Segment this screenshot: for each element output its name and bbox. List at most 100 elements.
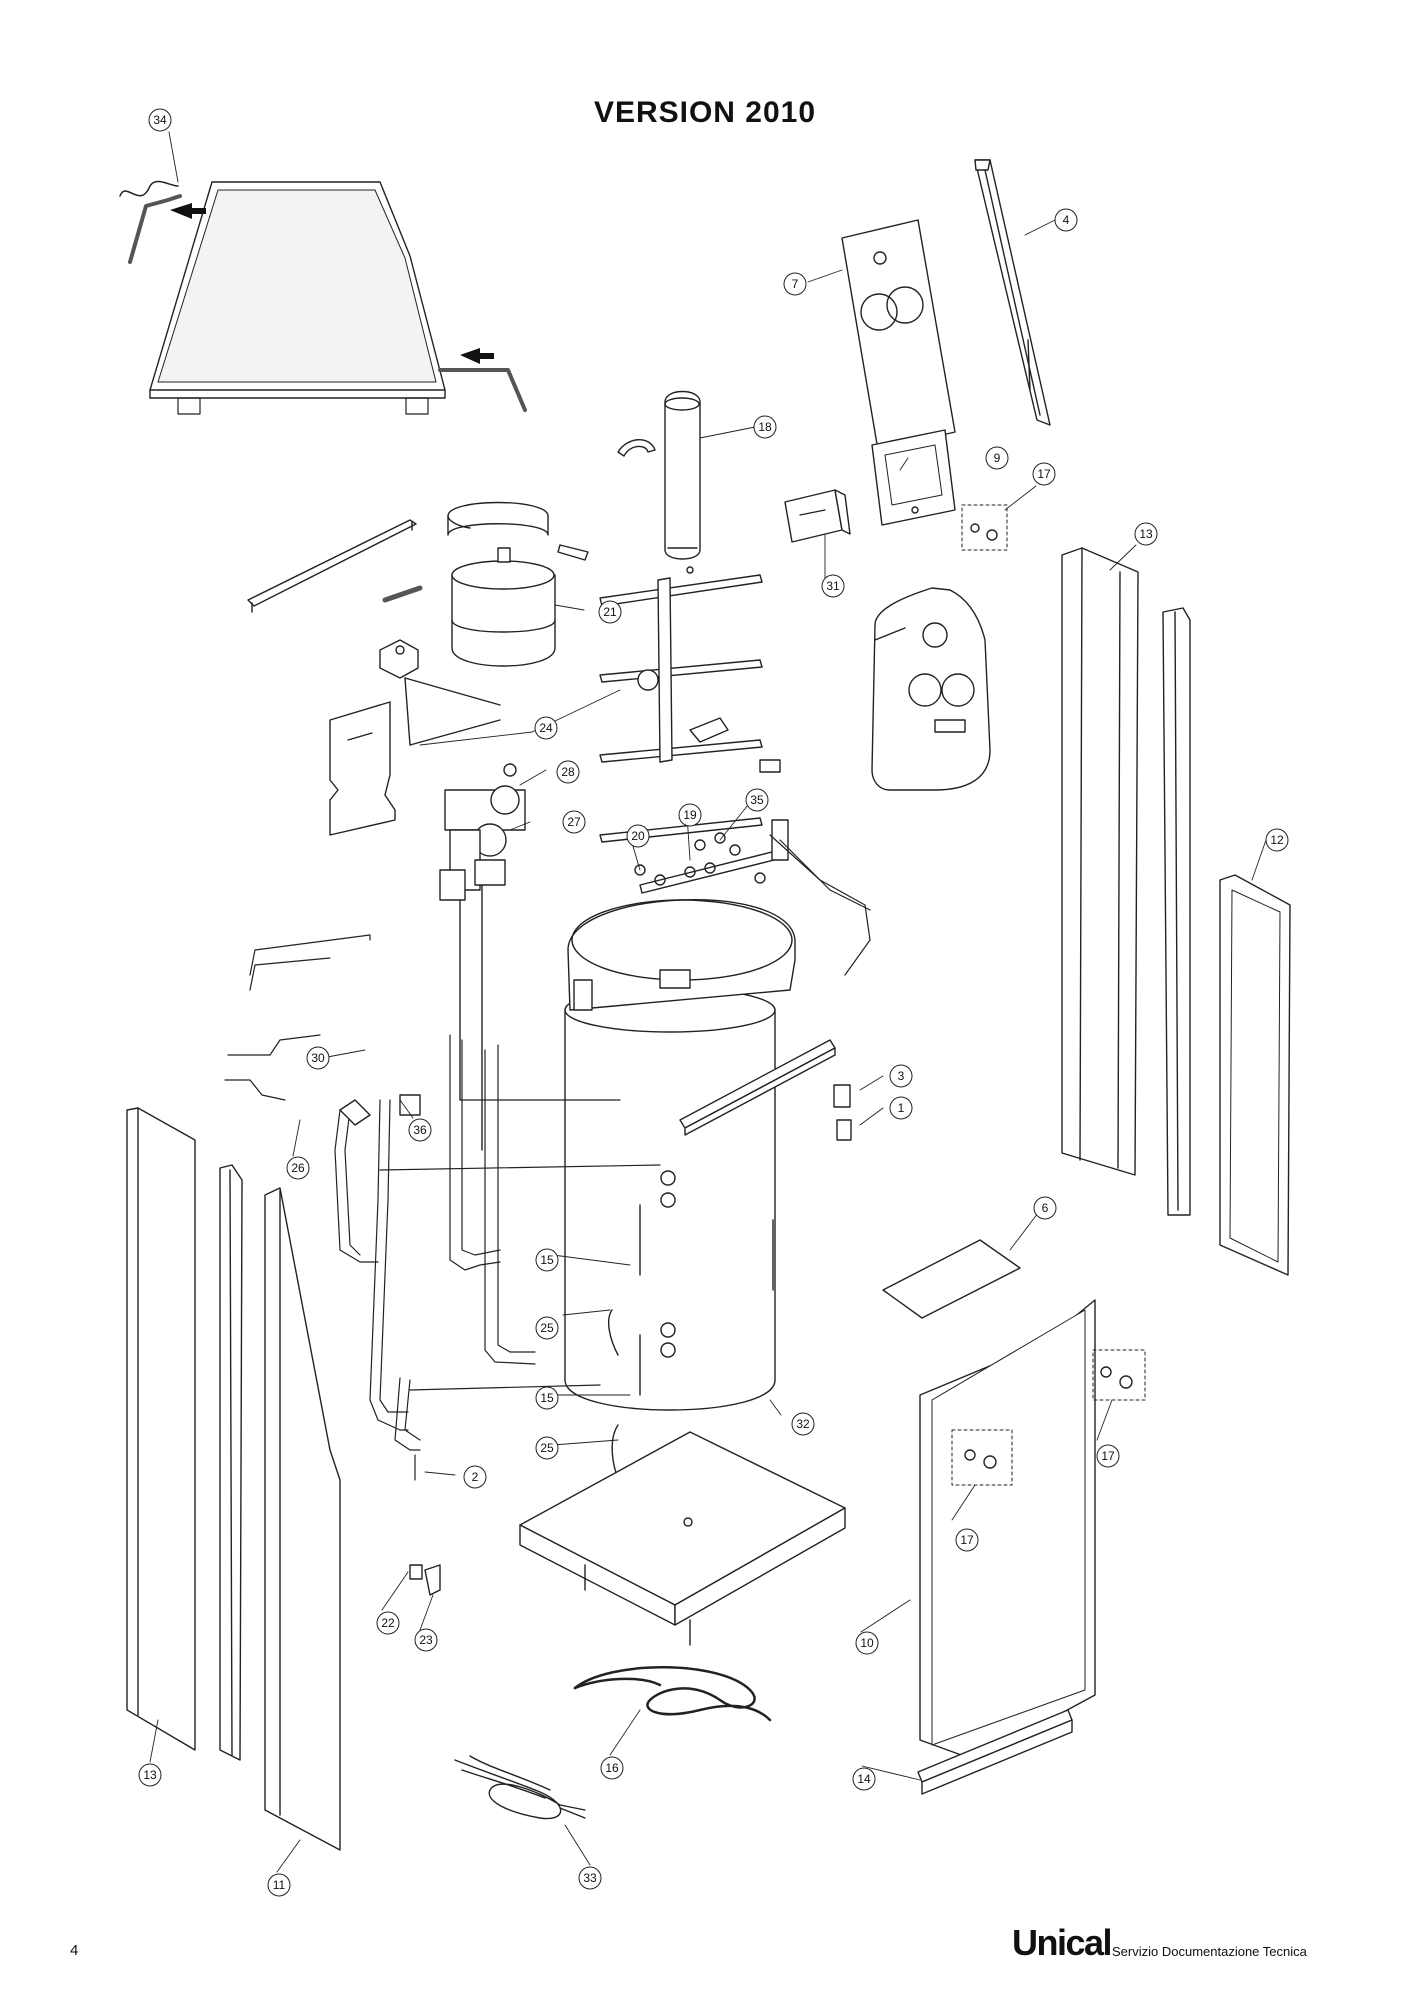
- callout-12: 12: [1265, 828, 1289, 852]
- control-panel-part-9: [871, 429, 956, 526]
- callout-25-lower: 25: [535, 1436, 559, 1460]
- callout-11: 11: [267, 1873, 291, 1897]
- svg-text:17: 17: [1101, 1449, 1115, 1463]
- svg-text:9: 9: [994, 451, 1001, 465]
- electronic-module-part-31: [784, 489, 851, 543]
- svg-text:4: 4: [1063, 213, 1070, 227]
- brand-subtitle: Servizio Documentazione Tecnica: [1112, 1944, 1307, 1959]
- svg-text:1: 1: [898, 1101, 905, 1115]
- solar-collector-panel: [119, 180, 527, 415]
- valve-assembly-upper: [379, 585, 501, 746]
- svg-text:14: 14: [857, 1772, 871, 1786]
- callout-14: 14: [852, 1767, 876, 1791]
- page-title: VERSION 2010: [593, 96, 817, 129]
- callout-19: 19: [678, 803, 702, 827]
- callout-20: 20: [626, 824, 650, 848]
- callout-35: 35: [745, 788, 769, 812]
- callout-4: 4: [1054, 208, 1078, 232]
- svg-text:13: 13: [143, 1768, 157, 1782]
- leader-lines: [149, 131, 1267, 1873]
- callout-28: 28: [556, 760, 580, 784]
- svg-text:35: 35: [750, 793, 764, 807]
- callout-33: 33: [578, 1866, 602, 1890]
- svg-text:36: 36: [413, 1123, 427, 1137]
- small-components: [339, 1084, 852, 1596]
- svg-text:22: 22: [381, 1616, 395, 1630]
- top-cover-part-6: [882, 1239, 1021, 1319]
- callout-21: 21: [598, 600, 622, 624]
- svg-text:21: 21: [603, 605, 617, 619]
- callout-15-upper: 15: [535, 1248, 559, 1272]
- callout-17-right: 17: [1096, 1444, 1120, 1468]
- svg-text:15: 15: [540, 1253, 554, 1267]
- storage-tank-part-32: [564, 899, 796, 1411]
- page-number: 4: [70, 1942, 79, 1959]
- svg-text:2: 2: [472, 1470, 479, 1484]
- front-door-part-10: [919, 1299, 1096, 1761]
- pipe-lines-left: [224, 834, 871, 1481]
- callout-32: 32: [791, 1412, 815, 1436]
- vertical-profile-lower-left: [219, 1164, 243, 1761]
- side-panel-part-4: [974, 159, 1051, 426]
- side-panel-part-12: [1219, 874, 1291, 1276]
- callout-17-top: 17: [1032, 462, 1056, 486]
- callout-22: 22: [376, 1611, 400, 1635]
- svg-text:7: 7: [792, 277, 799, 291]
- svg-text:31: 31: [826, 579, 840, 593]
- callout-9: 9: [985, 446, 1009, 470]
- svg-text:15: 15: [540, 1391, 554, 1405]
- callout-13-lower: 13: [138, 1763, 162, 1787]
- svg-text:18: 18: [758, 420, 772, 434]
- callout-6: 6: [1033, 1196, 1057, 1220]
- svg-text:23: 23: [419, 1633, 433, 1647]
- callout-26: 26: [286, 1156, 310, 1180]
- svg-text:34: 34: [153, 113, 167, 127]
- svg-text:3: 3: [898, 1069, 905, 1083]
- callout-16: 16: [600, 1756, 624, 1780]
- svg-text:32: 32: [796, 1417, 810, 1431]
- callout-17-door: 17: [955, 1528, 979, 1552]
- svg-text:26: 26: [291, 1161, 305, 1175]
- mounting-rails-upper-left: [247, 519, 417, 613]
- callout-2: 2: [463, 1465, 487, 1489]
- svg-text:6: 6: [1042, 1201, 1049, 1215]
- side-panel-part-11: [264, 1187, 341, 1851]
- base-frame: [519, 1431, 846, 1646]
- support-bar: [679, 1039, 836, 1136]
- expansion-vessel-part-18: [617, 390, 701, 574]
- vertical-profile-strip: [1162, 607, 1191, 1216]
- svg-text:12: 12: [1270, 833, 1284, 847]
- hose-part-16: [573, 1666, 772, 1722]
- hydraulic-tank-part-21: [447, 501, 589, 667]
- insulation-panel: [329, 701, 396, 836]
- wing-nuts-part-17: [964, 523, 1133, 1469]
- front-cover-module: [871, 587, 991, 791]
- callout-25-upper: 25: [535, 1316, 559, 1340]
- svg-text:11: 11: [273, 1878, 286, 1892]
- svg-text:17: 17: [1037, 467, 1051, 481]
- side-panel-part-13-upper: [1061, 547, 1139, 1176]
- svg-text:16: 16: [605, 1761, 619, 1775]
- callout-18: 18: [753, 415, 777, 439]
- callout-7: 7: [783, 272, 807, 296]
- bottom-strip-part-14: [917, 1709, 1073, 1795]
- brand-logo: Unical: [1012, 1922, 1113, 1963]
- svg-text:17: 17: [960, 1533, 974, 1547]
- svg-text:13: 13: [1139, 527, 1153, 541]
- svg-text:10: 10: [860, 1636, 874, 1650]
- callout-31: 31: [821, 574, 845, 598]
- svg-text:27: 27: [567, 815, 581, 829]
- svg-text:30: 30: [311, 1051, 325, 1065]
- svg-text:33: 33: [583, 1871, 597, 1885]
- side-panel-part-13-lower: [126, 1107, 196, 1751]
- svg-text:25: 25: [540, 1441, 554, 1455]
- detail-box-part-17: [951, 504, 1146, 1486]
- callout-24: 24: [534, 716, 558, 740]
- svg-text:28: 28: [561, 765, 575, 779]
- cable-bundle-part-33: [454, 1755, 586, 1820]
- callout-15-lower: 15: [535, 1386, 559, 1410]
- callout-1: 1: [889, 1096, 913, 1120]
- callout-23: 23: [414, 1628, 438, 1652]
